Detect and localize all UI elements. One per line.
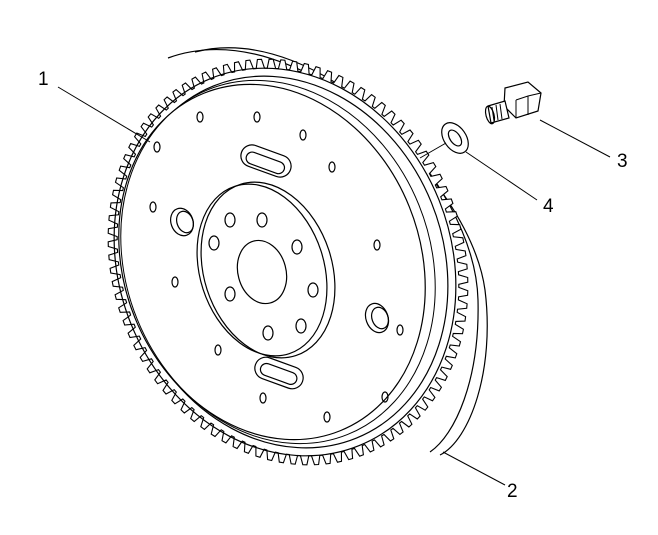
flywheel-disc [118,79,436,445]
callout-4: 4 [543,196,554,217]
callout-3: 3 [617,151,628,172]
leader-lines [57,86,611,486]
callout-2: 2 [507,481,518,502]
leader-line-2 [442,451,506,486]
callout-1: 1 [38,69,49,90]
leader-line-3 [539,119,611,158]
flywheel-small-holes [149,111,404,423]
leader-line-1 [57,86,151,143]
leader-line-4 [465,151,538,201]
hub-bolt-holes [208,212,319,341]
assembly-axis-line [419,142,447,159]
flywheel-slots [240,144,304,390]
flywheel-large-holes [170,207,390,334]
bolt [484,81,542,125]
washer [441,122,469,154]
